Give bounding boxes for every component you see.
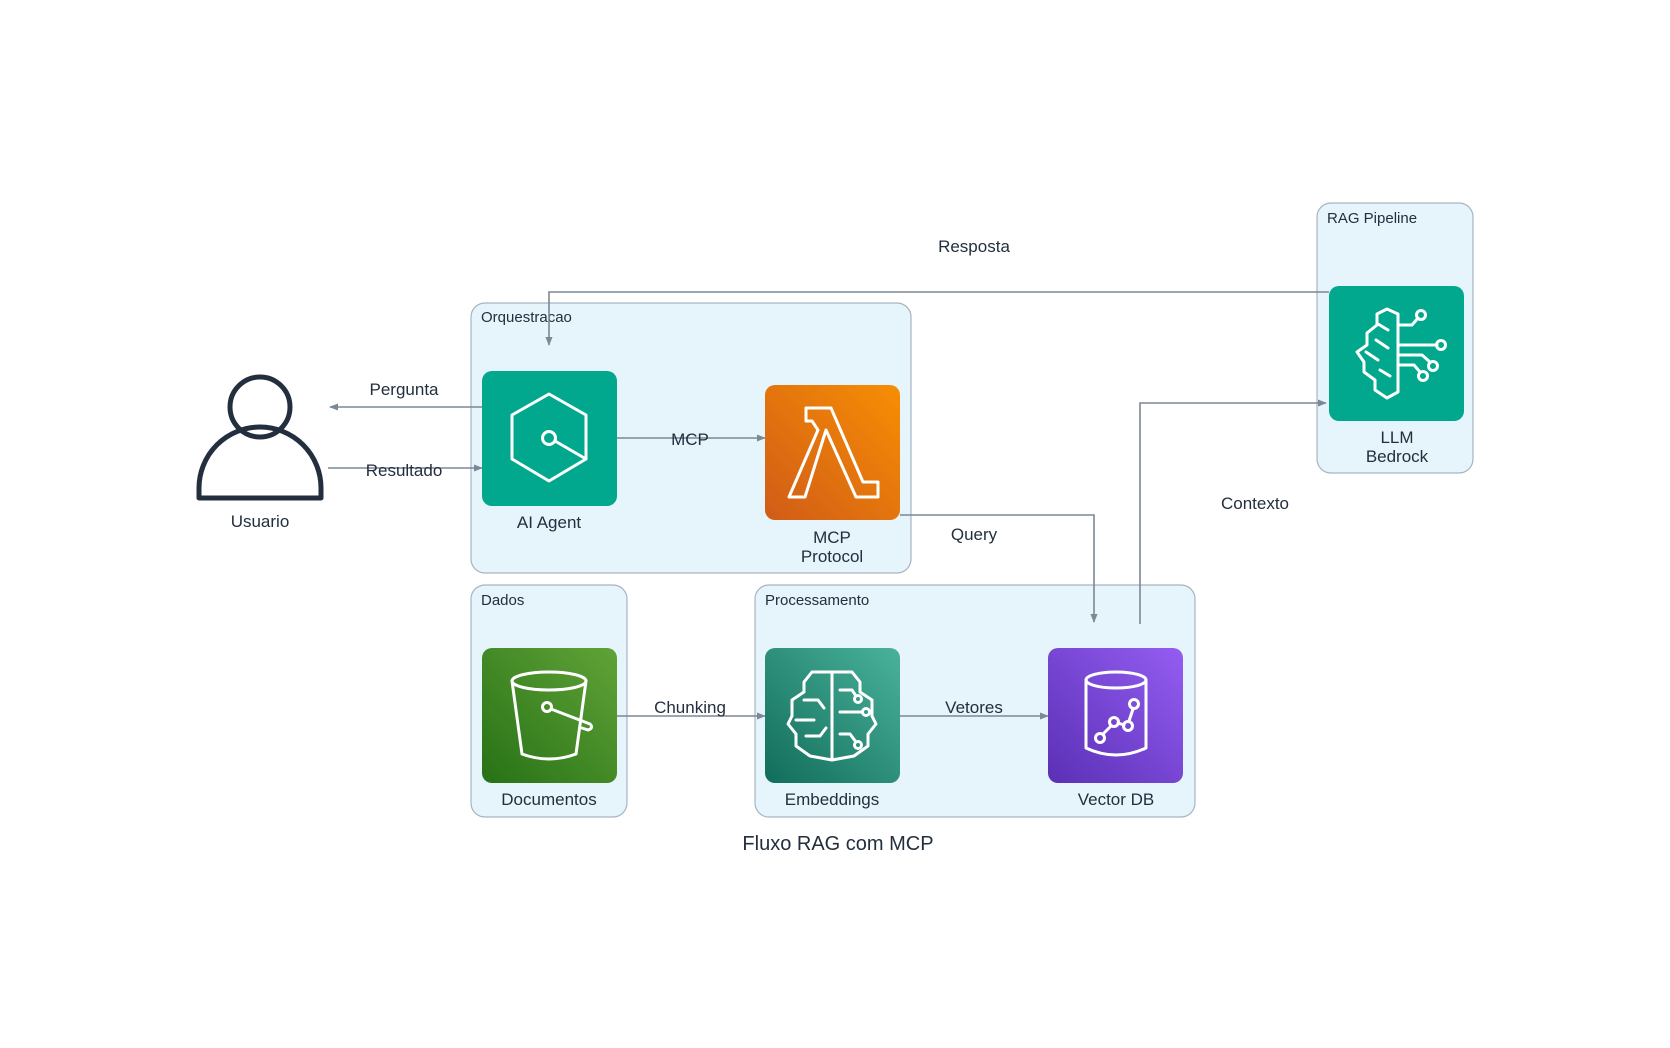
mcp-protocol-label-line2: Protocol — [801, 547, 863, 566]
edge-label-mcp: MCP — [671, 430, 709, 449]
vector-db-tile — [1048, 648, 1183, 783]
edge-label-pergunta: Pergunta — [370, 380, 440, 399]
database-graph-icon — [1084, 670, 1148, 757]
llm-bedrock-label-line2: Bedrock — [1366, 447, 1429, 466]
brain-circuit-icon — [786, 670, 878, 762]
user-icon — [196, 374, 324, 501]
bucket-icon — [510, 670, 594, 761]
edge-label-contexto: Contexto — [1221, 494, 1289, 513]
lambda-icon — [787, 406, 880, 499]
ai-agent-tile — [482, 371, 617, 506]
cluster-orquestracao-label: Orquestracao — [481, 309, 572, 326]
node-embeddings: Embeddings — [765, 648, 900, 809]
cluster-dados-label: Dados — [481, 592, 524, 609]
node-documentos: Documentos — [482, 648, 617, 809]
edge-contexto — [1139, 399, 1327, 624]
mcp-protocol-tile — [765, 385, 900, 520]
embeddings-label: Embeddings — [785, 790, 880, 809]
node-usuario: Usuario — [196, 374, 324, 531]
node-mcp-protocol: MCP Protocol — [765, 385, 900, 566]
edges: Pergunta Resultado MCP Query Contexto Re… — [328, 237, 1329, 720]
edge-label-resposta: Resposta — [938, 237, 1010, 256]
llm-bedrock-label-line1: LLM — [1380, 428, 1413, 447]
bedrock-brain-icon — [1355, 307, 1447, 400]
ai-agent-label: AI Agent — [517, 513, 582, 532]
cluster-rag-pipeline-label: RAG Pipeline — [1327, 210, 1417, 227]
edge-label-resultado: Resultado — [366, 461, 443, 480]
usuario-label: Usuario — [231, 512, 290, 531]
node-ai-agent: AI Agent — [482, 371, 617, 532]
documentos-label: Documentos — [501, 790, 596, 809]
node-llm-bedrock: LLM Bedrock — [1329, 286, 1464, 466]
mcp-protocol-label-line1: MCP — [813, 528, 851, 547]
node-vector-db: Vector DB — [1048, 648, 1183, 809]
diagram-title: Fluxo RAG com MCP — [742, 833, 933, 855]
edge-label-query: Query — [951, 525, 998, 544]
edge-label-vetores: Vetores — [945, 698, 1003, 717]
vector-db-label: Vector DB — [1078, 790, 1155, 809]
edge-query — [900, 514, 1098, 623]
cluster-processamento-label: Processamento — [765, 592, 869, 609]
edge-resposta — [545, 291, 1329, 346]
edge-label-chunking: Chunking — [654, 698, 726, 717]
documentos-tile — [482, 648, 617, 783]
agent-hexagon-icon — [510, 392, 588, 483]
